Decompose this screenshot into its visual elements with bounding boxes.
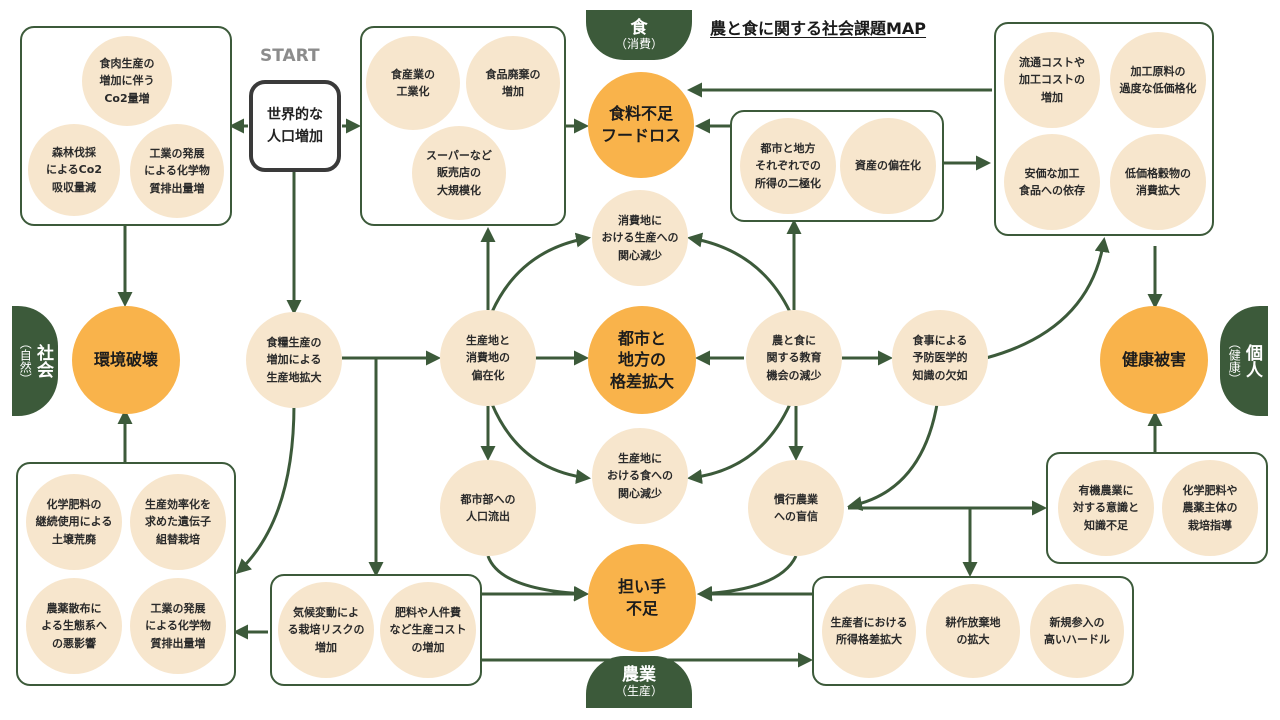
tab-society-nature: 社会 （自然） [12, 306, 58, 416]
node-soil-degradation: 化学肥料の 継続使用による 土壌荒廃 [26, 474, 122, 570]
arrow-outflow-to-labor [486, 555, 589, 601]
node-cheap-grain: 低価格穀物の 消費拡大 [1110, 134, 1206, 230]
node-deforestation: 森林伐採 によるCo2 吸収量減 [28, 124, 120, 216]
node-chemical-guidance: 化学肥料や 農薬主体の 栽培指導 [1162, 460, 1258, 556]
node-production-cost: 肥料や人件費 など生産コスト の増加 [380, 582, 476, 678]
node-producer-interest-decline: 生産地に おける食への 関心減少 [592, 428, 688, 524]
node-education-decrease: 農と食に 関する教育 機会の減少 [746, 310, 842, 406]
node-raw-material-price: 加工原料の 過度な低価格化 [1110, 32, 1206, 128]
node-grain-production-expansion: 食糧生産の 増加による 生産地拡大 [246, 312, 342, 408]
node-conventional-farming: 慣行農業 への盲信 [748, 460, 844, 556]
tab-individual-sub: （健康） [1227, 337, 1242, 385]
arrow-conventional-to-labor [697, 555, 798, 601]
node-supermarket-scale: スーパーなど 販売店の 大規模化 [412, 126, 506, 220]
node-pesticide-ecosystem: 農薬散布に よる生態系へ の悪影響 [26, 578, 122, 674]
hub-health-damage: 健康被害 [1100, 306, 1208, 414]
node-consumer-interest-decline: 消費地に おける生産への 関心減少 [592, 190, 688, 286]
node-industry-chem-bottom: 工業の発展 による化学物 質排出量増 [130, 578, 226, 674]
node-food-industrialization: 食産業の 工業化 [366, 36, 460, 130]
tab-society-sub: （自然） [18, 337, 33, 385]
node-asset-concentration: 資産の偏在化 [840, 118, 936, 214]
arrow-grain-to-chem-box [235, 403, 296, 575]
tab-individual-health: 個人 （健康） [1220, 306, 1268, 416]
tab-food-sub: （消費） [614, 36, 663, 51]
tab-agri-main: 農業 [622, 665, 656, 686]
hub-urban-rural-disparity: 都市と 地方の 格差拡大 [588, 306, 696, 414]
tab-food-consumption: 食 （消費） [586, 10, 692, 60]
arrow-edu-to-consumer-interest [687, 232, 792, 313]
hub-labor-shortage: 担い手 不足 [588, 544, 696, 652]
arrow-gap-to-consumer-interest [490, 232, 591, 313]
node-processed-food-dependence: 安価な加工 食品への依存 [1004, 134, 1100, 230]
node-distribution-cost: 流通コストや 加工コストの 増加 [1004, 32, 1100, 128]
node-entry-barrier: 新規参入の 高いハードル [1030, 584, 1124, 678]
tab-agri-sub: （生産） [614, 683, 663, 698]
tab-society-main: 社会 [32, 344, 53, 378]
node-organic-awareness: 有機農業に 対する意識と 知識不足 [1058, 460, 1154, 556]
node-gmo-cultivation: 生産効率化を 求めた遺伝子 組替栽培 [130, 474, 226, 570]
node-climate-risk: 気候変動によ る栽培リスクの 増加 [278, 582, 374, 678]
node-urban-outflow: 都市部への 人口流出 [440, 460, 536, 556]
start-label: START [260, 46, 320, 66]
hub-environmental-destruction: 環境破壊 [72, 306, 180, 414]
node-production-consumption-gap: 生産地と 消費地の 偏在化 [440, 310, 536, 406]
node-income-polarization: 都市と地方 それぞれでの 所得の二極化 [740, 118, 836, 214]
tab-agriculture-production: 農業 （生産） [586, 656, 692, 708]
tab-food-main: 食 [630, 18, 648, 39]
arrow-preventive-to-cost-box [985, 237, 1110, 360]
node-preventive-knowledge: 食事による 予防医学的 知識の欠如 [892, 310, 988, 406]
hub-food-shortage-loss: 食料不足 フードロス [588, 72, 694, 178]
start-node: 世界的な 人口増加 [249, 80, 341, 172]
node-meat-co2: 食肉生産の 増加に伴う Co2量増 [82, 36, 172, 126]
tab-individual-main: 個人 [1241, 344, 1262, 378]
node-food-waste: 食品廃棄の 増加 [466, 36, 560, 130]
node-industry-chem-top: 工業の発展 による化学物 質排出量増 [130, 124, 224, 218]
node-abandoned-farmland: 耕作放棄地 の拡大 [926, 584, 1020, 678]
map-title: 農と食に関する社会課題MAP [710, 19, 927, 38]
node-producer-income-gap: 生産者における 所得格差拡大 [822, 584, 916, 678]
